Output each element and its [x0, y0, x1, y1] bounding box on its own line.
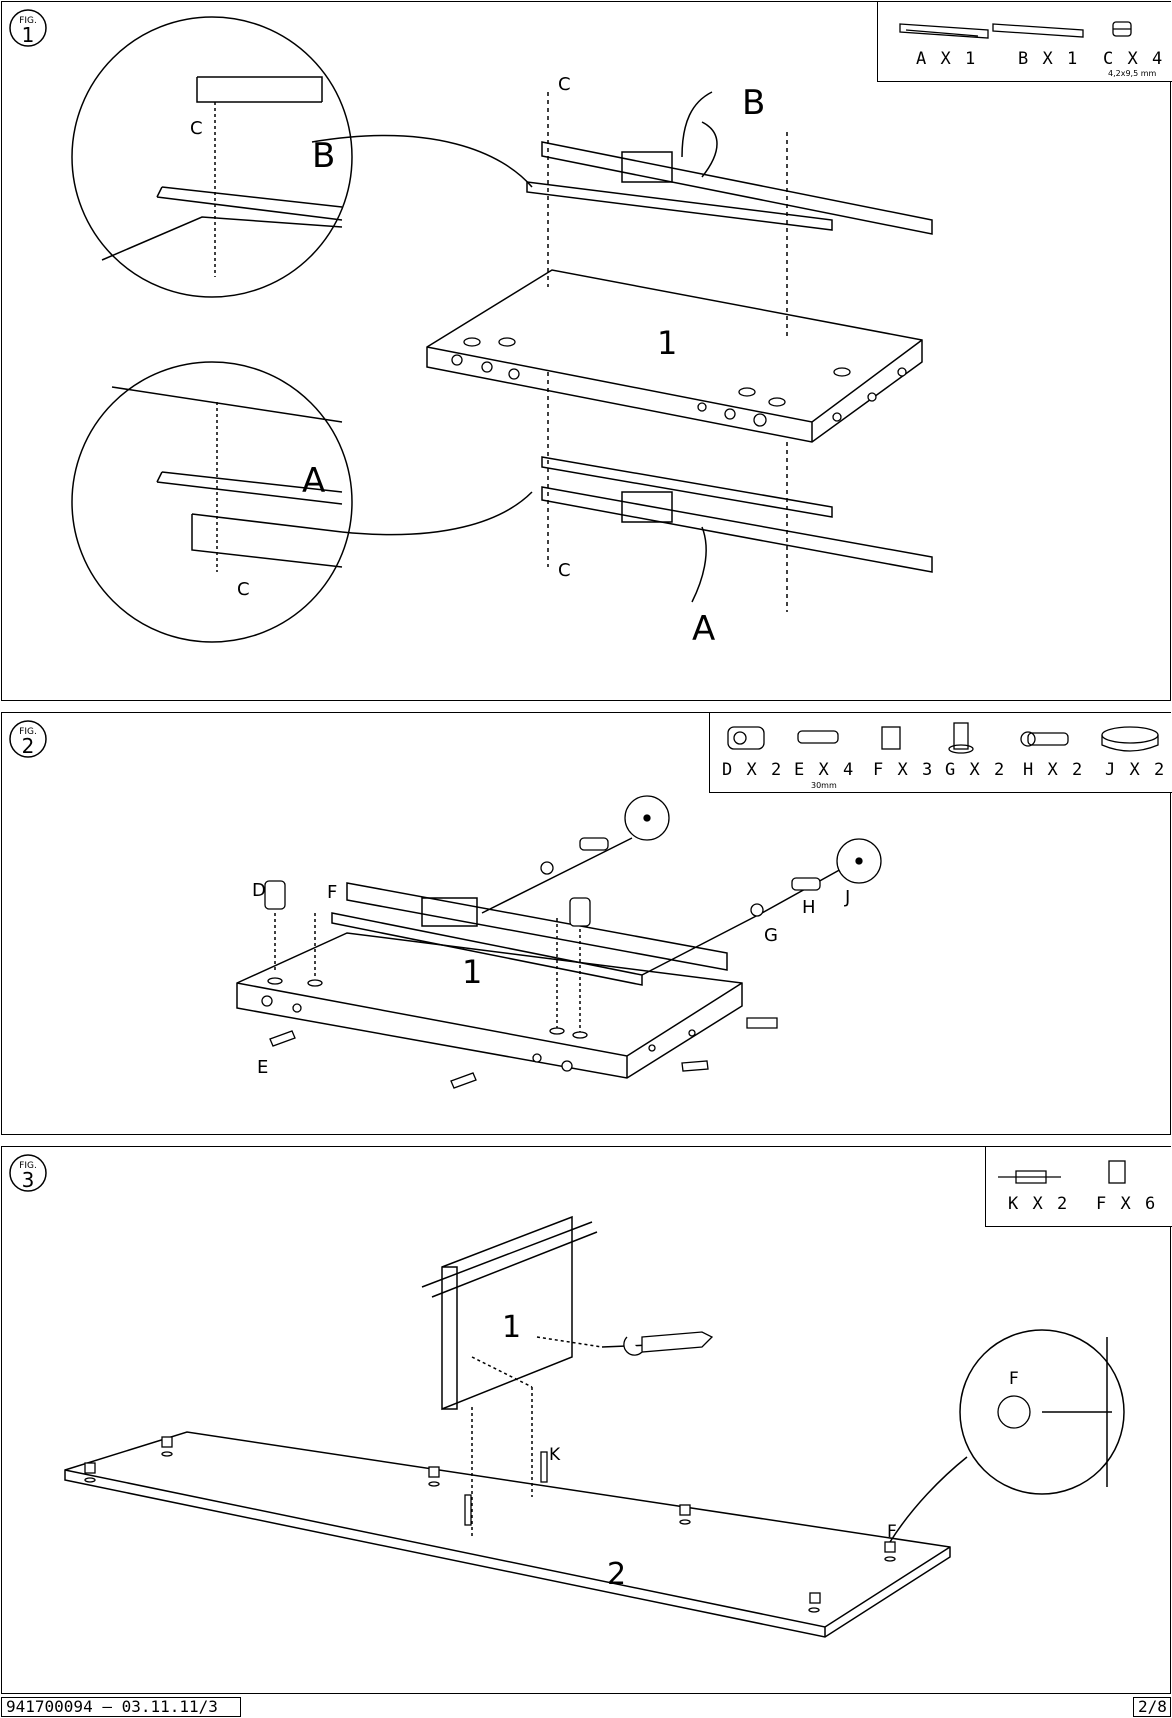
fig3-part-k: K X 2 — [1008, 1194, 1069, 1214]
fig1-screw-c-bottom-label: C — [558, 560, 571, 581]
fig1-part-c: C X 4 — [1103, 49, 1164, 69]
fig3-k-label: K — [549, 1445, 561, 1465]
fig2-fig-label: FIG. — [19, 727, 37, 737]
fig3-f-label: F — [887, 1522, 897, 1542]
fig1-part-a: A X 1 — [916, 49, 977, 69]
fig2-parts-box: D X 2 E X 4 30mm F X 3 G X 2 H X 2 J X 2 — [709, 713, 1172, 793]
page-number: 2/8 — [1133, 1697, 1171, 1717]
fig2-part-e: E X 4 — [794, 760, 855, 780]
fig1-badge: FIG. 1 — [8, 8, 48, 48]
fig1-detail-a-label: A — [302, 461, 325, 501]
fig3-badge: FIG. 3 — [8, 1153, 48, 1193]
fig1-parts-box: A X 1 B X 1 C X 4 4,2x9,5 mm — [877, 2, 1172, 82]
fig1-detail-b-label: B — [312, 136, 335, 176]
fig3-board1-number: 1 — [502, 1310, 521, 1345]
fig2-part-j: J X 2 — [1105, 760, 1166, 780]
fig3-part-f: F X 6 — [1096, 1194, 1157, 1214]
doc-code: 941700094 – 03.11.11/3 — [1, 1697, 241, 1717]
fig3-drawing: 1 2 K F F — [64, 1215, 1125, 1638]
fig2-part-g: G X 2 — [945, 760, 1006, 780]
fig3-parts-box: K X 2 F X 6 — [985, 1147, 1172, 1227]
fig2-fig-number: 2 — [22, 734, 35, 758]
fig1-rail-b-label: B — [742, 83, 765, 123]
fig1-detail-c-top-label: C — [190, 118, 203, 139]
fig1-fig-label: FIG. — [19, 16, 37, 26]
fig1-board-number: 1 — [657, 324, 677, 362]
fig3-detail-f-label: F — [1009, 1369, 1019, 1389]
fig2-j-label: J — [844, 887, 850, 908]
fig2-badge: FIG. 2 — [8, 719, 48, 759]
fig2-d-label: D — [252, 880, 266, 901]
fig1-screw-c-top-label: C — [558, 74, 571, 95]
fig2-board-number: 1 — [462, 953, 482, 991]
fig1-part-b: B X 1 — [1018, 49, 1079, 69]
fig2-panel: 1 D F E G H J FIG. 2 D X 2 E X 4 30mm — [1, 712, 1172, 1135]
fig1-drawing: 1 B A C C B C A C — [71, 16, 933, 649]
fig1-detail-c-bottom-label: C — [237, 579, 250, 600]
fig2-part-f: F X 3 — [873, 760, 934, 780]
fig3-fig-number: 3 — [22, 1168, 35, 1192]
fig3-panel: 1 2 K F F FIG. 3 K X 2 F X 6 — [1, 1146, 1172, 1694]
fig1-panel: 1 B A C C B C A C FIG. 1 A X 1 B X 1 C X… — [1, 1, 1172, 701]
fig2-part-h: H X 2 — [1023, 760, 1084, 780]
fig2-f-label: F — [327, 882, 337, 903]
fig2-part-e-note: 30mm — [811, 781, 837, 790]
fig1-fig-number: 1 — [22, 23, 35, 47]
fig2-drawing: 1 D F E G H J — [236, 795, 882, 1089]
fig2-e-label: E — [257, 1057, 268, 1078]
fig1-part-c-note: 4,2x9,5 mm — [1108, 69, 1157, 78]
fig1-rail-a-label: A — [692, 609, 715, 649]
fig2-h-label: H — [802, 897, 816, 918]
fig3-board2-number: 2 — [607, 1557, 626, 1592]
fig2-g-label: G — [764, 925, 778, 946]
fig2-part-d: D X 2 — [722, 760, 783, 780]
fig3-fig-label: FIG. — [19, 1161, 37, 1171]
